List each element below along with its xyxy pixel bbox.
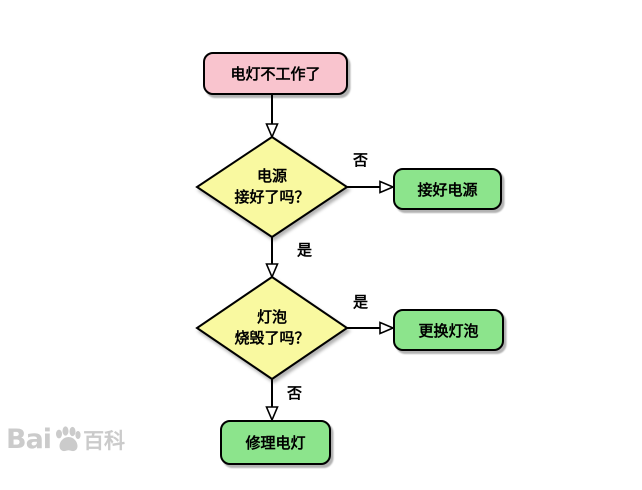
edge-bulb-no	[265, 379, 279, 423]
arrow-right-icon	[379, 321, 396, 335]
decision-power-line2: 接好了吗？	[234, 188, 310, 206]
watermark-prefix: Bai	[6, 423, 52, 455]
arrow-down-icon	[265, 263, 279, 280]
paw-toe	[62, 426, 69, 436]
decision-bulb-label: 灯泡 烧毁了吗？	[197, 307, 347, 349]
start-node: 电灯不工作了	[203, 52, 348, 95]
decision-bulb-line2: 烧毁了吗？	[234, 329, 310, 347]
action-replace-bulb-label: 更换灯泡	[418, 321, 479, 340]
arrow-down-icon	[265, 406, 279, 423]
paw-toe	[69, 426, 76, 437]
baidu-paw-icon	[56, 426, 81, 452]
decision-power-label: 电源 接好了吗？	[197, 166, 347, 208]
edge-label-power-no: 否	[353, 151, 369, 169]
action-connect-power-node: 接好电源	[393, 168, 502, 210]
decision-bulb-diamond	[195, 275, 349, 381]
paw-palm	[59, 437, 78, 452]
edge-label-power-yes: 是	[297, 241, 313, 259]
action-replace-bulb-node: 更换灯泡	[393, 309, 504, 351]
arrow-down-icon	[265, 123, 279, 140]
paw-toe	[56, 429, 63, 439]
decision-bulb-line1: 灯泡	[256, 308, 287, 326]
decision-power-diamond	[195, 135, 349, 239]
watermark-suffix: 百科	[83, 428, 126, 453]
edge-start-to-power-decision	[265, 91, 279, 140]
edge-bulb-yes	[347, 321, 396, 335]
action-repair-lamp-node: 修理电灯	[220, 420, 331, 465]
edge-label-bulb-no: 否	[287, 384, 303, 402]
arrow-right-icon	[379, 180, 396, 194]
decision-power-line1: 电源	[256, 167, 287, 185]
edge-power-no	[347, 180, 396, 194]
action-repair-lamp-label: 修理电灯	[245, 434, 306, 452]
edge-label-bulb-yes: 是	[353, 293, 369, 311]
baidu-baike-watermark: Bai 百科	[6, 424, 125, 454]
edge-power-yes	[265, 237, 279, 280]
paw-toe	[75, 431, 81, 439]
start-node-label: 电灯不工作了	[230, 65, 321, 83]
action-connect-power-label: 接好电源	[417, 180, 478, 199]
